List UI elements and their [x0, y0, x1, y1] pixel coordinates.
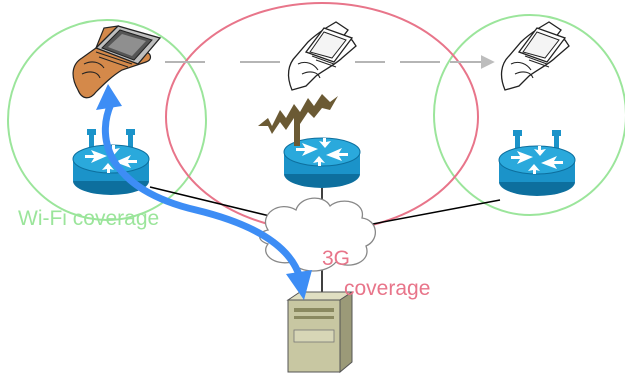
cloud-icon — [259, 197, 376, 272]
cell-coverage-label-line1: 3G — [322, 247, 350, 270]
data-path-arrow — [96, 84, 312, 300]
handheld-device-icon — [72, 25, 162, 99]
cell-tower-icon — [258, 94, 338, 146]
handheld-device-icon — [287, 21, 357, 91]
server-icon — [286, 291, 354, 374]
wifi-coverage-left — [7, 19, 207, 221]
wifi-router-icon — [498, 130, 576, 197]
cell-coverage-label-line2: coverage — [344, 277, 430, 300]
wifi-coverage-label: Wi-Fi coverage — [18, 207, 159, 230]
handheld-device-icon — [500, 21, 570, 91]
wifi-coverage-right — [433, 14, 625, 216]
